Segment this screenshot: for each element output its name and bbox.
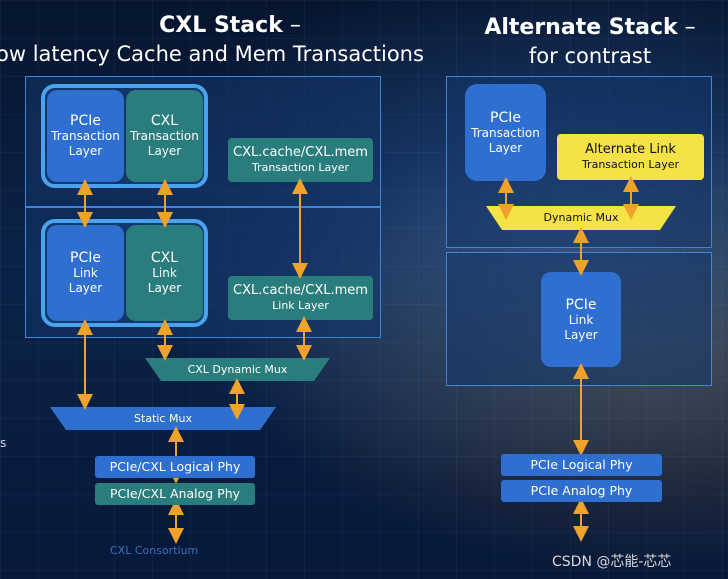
cxl-link-layer: CXL Link Layer [126,225,203,321]
pcie-link-layer: PCIe Link Layer [47,225,124,321]
left-subtitle: ow latency Cache and Mem Transactions [0,42,424,66]
alternate-link-transaction-layer: Alternate Link Transaction Layer [557,134,704,180]
cxl-consortium-label: CXL Consortium [110,544,199,557]
static-mux-shape [50,407,276,430]
cxl-dynamic-mux-label: CXL Dynamic Mux [187,363,288,376]
pcie-cxl-analog-phy: PCIe/CXL Analog Phy [95,483,255,505]
left-title: CXL Stack – [159,13,301,38]
static-mux-label: Static Mux [134,412,192,425]
pcie-cxl-logical-phy: PCIe/CXL Logical Phy [95,456,255,478]
cxl-dynamic-mux-shape [145,358,330,381]
right-title: Alternate Stack – [484,15,696,40]
alt-pcie-link-layer: PCIe Link Layer [541,272,621,367]
cache-mem-transaction-layer: CXL.cache/CXL.mem Transaction Layer [228,138,373,182]
cxl-transaction-layer: CXL Transaction Layer [126,90,203,182]
pcie-analog-phy: PCIe Analog Phy [501,480,662,502]
pcie-logical-phy: PCIe Logical Phy [501,454,662,476]
left-edge-mark: s [0,436,7,450]
pcie-transaction-layer: PCIe Transaction Layer [47,90,124,182]
alt-pcie-transaction-layer: PCIe Transaction Layer [465,84,546,181]
alt-dynamic-mux-label: Dynamic Mux [543,211,619,224]
watermark: CSDN @芯能-芯芯 [552,554,672,570]
cache-mem-link-layer: CXL.cache/CXL.mem Link Layer [228,276,373,320]
right-subtitle: for contrast [528,44,652,68]
